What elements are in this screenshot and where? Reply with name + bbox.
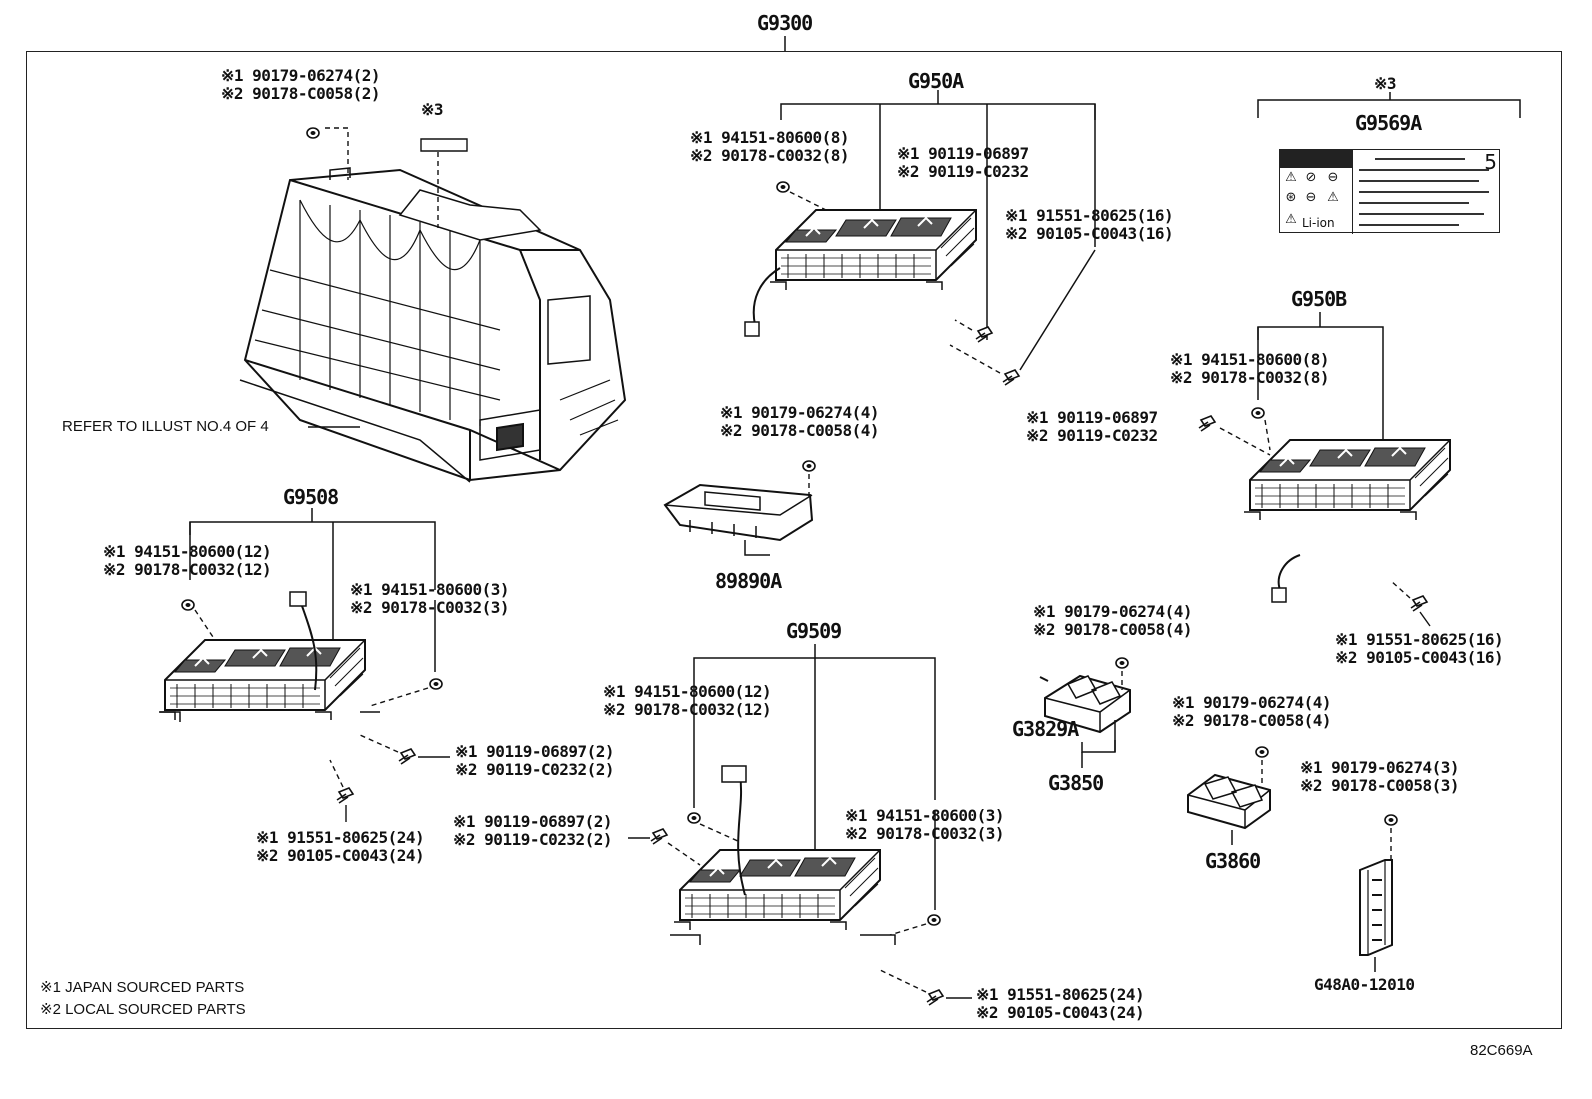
legend-japan: ※1 JAPAN SOURCED PARTS bbox=[40, 979, 245, 996]
g9509-nut-b-local: ※2 90178-C0032(3) bbox=[845, 824, 1005, 843]
nut-part-jp: ※1 90179-06274(2) bbox=[221, 66, 381, 85]
part-code-g950b: G950B bbox=[1291, 287, 1347, 311]
g3860-nut-jp: ※1 90179-06274(4) bbox=[1172, 693, 1332, 712]
battery-housing-drawing bbox=[239, 167, 627, 483]
warning-triangle-icon: ⚠ bbox=[1285, 170, 1297, 185]
g950b-nut-jp: ※1 94151-80600(8) bbox=[1170, 350, 1330, 369]
part-code-g48a0: G48A0-12010 bbox=[1314, 975, 1415, 994]
refer-note: REFER TO ILLUST NO.4 OF 4 bbox=[62, 418, 269, 435]
g9508-bolt-b-local: ※2 90105-C0043(24) bbox=[256, 846, 425, 865]
g950b-bolt-b-local: ※2 90105-C0043(16) bbox=[1335, 648, 1504, 667]
figure-id: 82C669A bbox=[1470, 1042, 1533, 1059]
warning-label-text-rows: 5 bbox=[1352, 150, 1501, 234]
g950a-nut-jp: ※1 94151-80600(8) bbox=[690, 128, 850, 147]
legend-local: ※2 LOCAL SOURCED PARTS bbox=[40, 1001, 246, 1018]
part-code-g950a: G950A bbox=[908, 69, 964, 93]
g950a-bolt-b-jp: ※1 91551-80625(16) bbox=[1005, 206, 1174, 225]
g9508-nut-b-local: ※2 90178-C0032(3) bbox=[350, 598, 510, 617]
g9509-bolt-a-jp: ※1 90119-06897(2) bbox=[453, 812, 613, 831]
warning-label-drawing: ⚠ ⊘ ⊖ ⊛ ⊖ ⚠ ⚠ Li-ion 5 bbox=[1279, 149, 1501, 234]
no-fire-icon: ⊘ bbox=[1305, 170, 1317, 185]
g9508-nut-a-local: ※2 90178-C0032(12) bbox=[103, 560, 272, 579]
recycle-icon: ⊛ bbox=[1285, 190, 1297, 205]
g9509-nut-a-local: ※2 90178-C0032(12) bbox=[603, 700, 772, 719]
g3850-nut-jp: ※1 90179-06274(4) bbox=[1033, 602, 1193, 621]
caution-icon: ⚠ bbox=[1327, 190, 1339, 205]
g9508-nut-a-jp: ※1 94151-80600(12) bbox=[103, 542, 272, 561]
g950b-bolt-a-jp: ※1 90119-06897 bbox=[1026, 408, 1158, 427]
g950a-bolt-a-jp: ※1 90119-06897 bbox=[897, 144, 1029, 163]
g9509-bolt-b-local: ※2 90105-C0043(24) bbox=[976, 1003, 1145, 1022]
p89890a-nut-local: ※2 90178-C0058(4) bbox=[720, 421, 880, 440]
g950b-nut-local: ※2 90178-C0032(8) bbox=[1170, 368, 1330, 387]
part-code-89890a: 89890A bbox=[715, 569, 782, 593]
g9508-bolt-b-jp: ※1 91551-80625(24) bbox=[256, 828, 425, 847]
part-code-g3850: G3850 bbox=[1048, 771, 1104, 795]
part-code-g9509: G9509 bbox=[786, 619, 842, 643]
ref-3-marker-label: ※3 bbox=[1374, 74, 1397, 93]
assembly-code-g9300: G9300 bbox=[757, 11, 813, 35]
warning-label-icons: ⚠ ⊘ ⊖ ⊛ ⊖ ⚠ ⚠ bbox=[1280, 168, 1352, 232]
g950a-bolt-b-local: ※2 90105-C0043(16) bbox=[1005, 224, 1174, 243]
g950a-nut-local: ※2 90178-C0032(8) bbox=[690, 146, 850, 165]
g9509-bolt-a-local: ※2 90119-C0232(2) bbox=[453, 830, 613, 849]
g48a0-nut-jp: ※1 90179-06274(3) bbox=[1300, 758, 1460, 777]
liion-mark: Li-ion bbox=[1302, 216, 1335, 230]
battery-warning-icon: ⚠ bbox=[1285, 212, 1297, 227]
prohibit-icon: ⊖ bbox=[1305, 190, 1317, 205]
g950a-bolt-a-local: ※2 90119-C0232 bbox=[897, 162, 1029, 181]
g9509-nut-b-jp: ※1 94151-80600(3) bbox=[845, 806, 1005, 825]
g9508-nut-b-jp: ※1 94151-80600(3) bbox=[350, 580, 510, 599]
g3850-nut-local: ※2 90178-C0058(4) bbox=[1033, 620, 1193, 639]
label-digit: 5 bbox=[1484, 150, 1497, 174]
ref-3-marker: ※3 bbox=[421, 100, 444, 119]
g48a0-nut-local: ※2 90178-C0058(3) bbox=[1300, 776, 1460, 795]
g9509-nut-a-jp: ※1 94151-80600(12) bbox=[603, 682, 772, 701]
diagram-frame bbox=[26, 51, 1562, 1029]
g950b-bolt-a-local: ※2 90119-C0232 bbox=[1026, 426, 1158, 445]
p89890a-nut-jp: ※1 90179-06274(4) bbox=[720, 403, 880, 422]
g9508-bolt-a-local: ※2 90119-C0232(2) bbox=[455, 760, 615, 779]
part-code-g9569a: G9569A bbox=[1355, 111, 1422, 135]
no-disassemble-icon: ⊖ bbox=[1327, 170, 1339, 185]
part-code-g3829a: G3829A bbox=[1012, 717, 1079, 741]
g9509-bolt-b-jp: ※1 91551-80625(24) bbox=[976, 985, 1145, 1004]
g950b-bolt-b-jp: ※1 91551-80625(16) bbox=[1335, 630, 1504, 649]
warning-label-header bbox=[1280, 150, 1352, 168]
part-code-g3860: G3860 bbox=[1205, 849, 1261, 873]
g3860-nut-local: ※2 90178-C0058(4) bbox=[1172, 711, 1332, 730]
nut-part-local: ※2 90178-C0058(2) bbox=[221, 84, 381, 103]
g9508-bolt-a-jp: ※1 90119-06897(2) bbox=[455, 742, 615, 761]
part-code-g9508: G9508 bbox=[283, 485, 339, 509]
